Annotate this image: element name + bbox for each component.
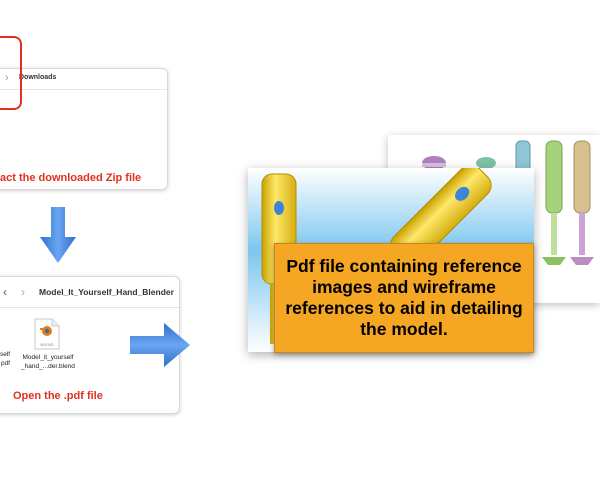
open-pdf-caption: Open the .pdf file — [13, 390, 103, 402]
arrow-down-icon — [40, 207, 76, 263]
pdf-file-selection[interactable] — [0, 36, 22, 110]
pdf-file-name-line2: pdf — [0, 360, 10, 367]
window-title: Model_It_Yourself_Hand_Blender — [39, 287, 174, 297]
blend-file-name[interactable]: Model_it_yourself _hand_...der.blend — [18, 353, 78, 371]
window-toolbar: ‹ › Model_It_Yourself_Hand_Blender — [0, 277, 179, 308]
pdf-file-name-line1: self — [0, 351, 11, 358]
downloads-window: › Downloads — [0, 68, 168, 190]
forward-button[interactable]: › — [21, 285, 25, 299]
back-button[interactable]: ‹ — [3, 285, 7, 299]
blend-file-name-line1: Model_it_yourself — [22, 354, 74, 361]
pdf-description-callout: Pdf file containing reference images and… — [274, 243, 534, 353]
folder-window: ‹ › Model_It_Yourself_Hand_Blender — [0, 276, 180, 414]
extract-caption: act the downloaded Zip file — [0, 172, 142, 184]
callout-text: Pdf file containing reference images and… — [285, 256, 523, 339]
blender-file-icon[interactable] — [34, 318, 60, 350]
window-title: Downloads — [19, 74, 57, 81]
arrow-right-icon — [130, 323, 190, 367]
blend-badge: BLEND — [40, 342, 54, 347]
pdf-file-name[interactable]: self pdf — [0, 350, 10, 368]
window-toolbar: › Downloads — [0, 69, 167, 90]
chevron-right-icon[interactable]: › — [5, 72, 9, 84]
blend-file-name-line2: _hand_...der.blend — [21, 363, 75, 370]
